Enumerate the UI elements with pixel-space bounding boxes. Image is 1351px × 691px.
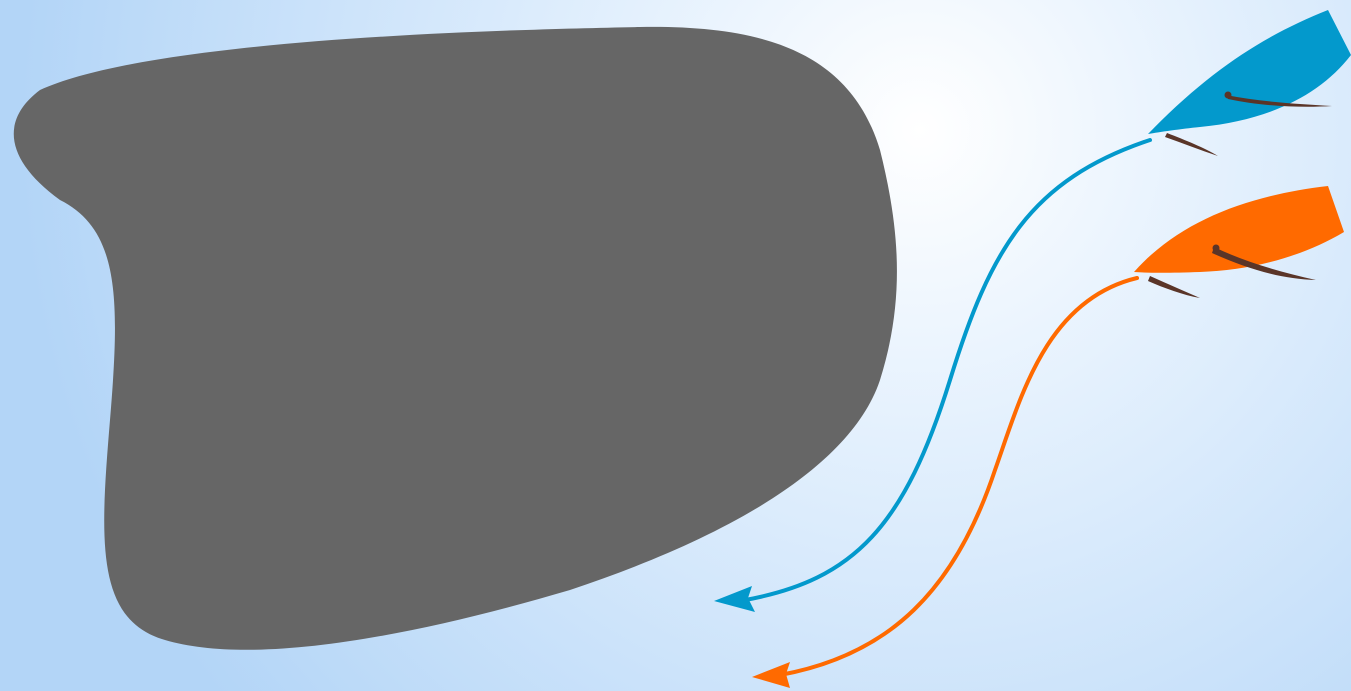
orange-mast [1213,245,1220,252]
blue-mast [1225,92,1232,99]
